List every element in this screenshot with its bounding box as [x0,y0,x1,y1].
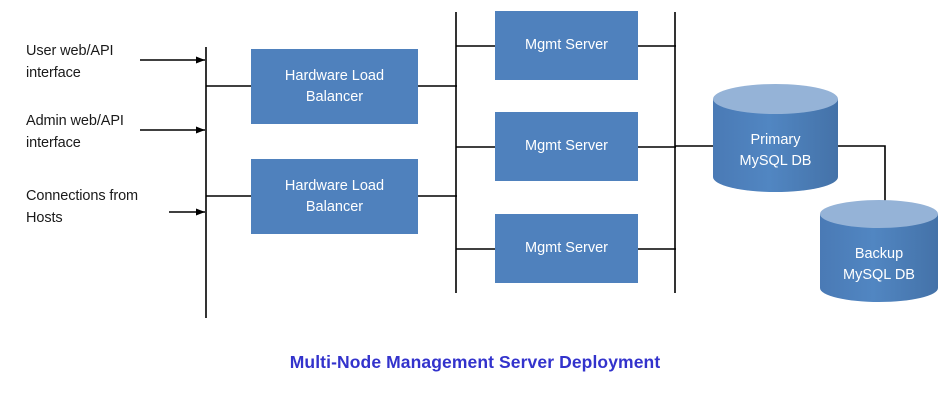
node-primary-mysql-db[interactable]: Primary MySQL DB [713,84,838,192]
database-cylinder-icon [713,84,838,192]
input-label-user-web-api: User web/API interface [26,43,114,81]
node-mgmt-server-1[interactable]: Mgmt Server [495,11,638,80]
input-label-admin-web-api: Admin web/API interface [26,113,124,151]
node-hardware-load-balancer-1[interactable]: Hardware Load Balancer [251,49,418,124]
input-label-host-connections: Connections from Hosts [26,188,139,226]
node-mgmt-server-3[interactable]: Mgmt Server [495,214,638,283]
database-cylinder-icon [820,200,938,302]
node-mgmt-server-2[interactable]: Mgmt Server [495,112,638,181]
diagram-title: Multi-Node Management Server Deployment [289,352,661,372]
node-hardware-load-balancer-2[interactable]: Hardware Load Balancer [251,159,418,234]
node-backup-mysql-db[interactable]: Backup MySQL DB [820,200,938,302]
